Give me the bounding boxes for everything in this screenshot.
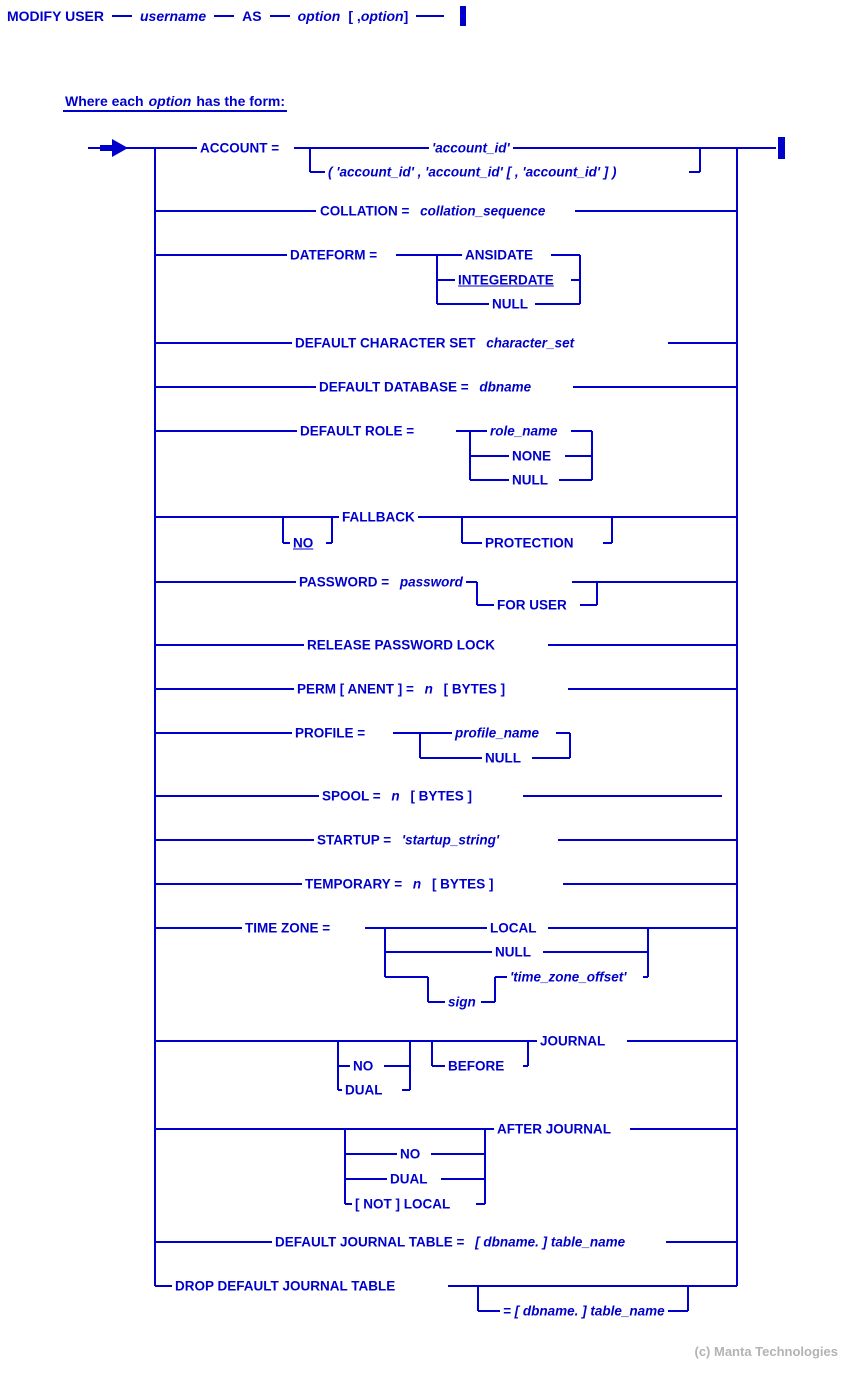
dbname-variable: dbname [479, 379, 532, 395]
password-keyword: PASSWORD = [299, 574, 390, 590]
connector-line [416, 15, 445, 17]
subtitle-option-variable: option [148, 93, 192, 109]
startup-string-variable: 'startup_string' [401, 832, 500, 848]
connector-line [214, 15, 235, 17]
default-role-none: NONE [509, 447, 555, 465]
default-journal-table-variable: [ dbname. ] table_name [475, 1234, 626, 1250]
fallback-keyword: FALLBACK [339, 508, 418, 526]
option-variable: option [297, 8, 341, 24]
spool-keyword: SPOOL = [322, 788, 381, 804]
default-role-keyword: DEFAULT ROLE = [297, 422, 418, 440]
account-keyword: ACCOUNT = [197, 139, 283, 157]
role-name-variable: role_name [487, 422, 561, 440]
after-journal-no: NO [397, 1145, 424, 1163]
default-journal-table-row: DEFAULT JOURNAL TABLE = [ dbname. ] tabl… [272, 1233, 629, 1251]
subtitle-post: has the form: [196, 93, 286, 109]
dateform-keyword: DATEFORM = [287, 246, 381, 264]
temporary-bytes-keyword: [ BYTES ] [431, 876, 494, 892]
before-journal-dual: DUAL [342, 1081, 386, 1099]
after-journal-dual: DUAL [387, 1170, 431, 1188]
account-id-single: 'account_id' [429, 139, 513, 157]
startup-keyword: STARTUP = [317, 832, 392, 848]
before-journal-keyword: JOURNAL [537, 1032, 609, 1050]
password-row: PASSWORD = password [296, 573, 466, 591]
before-journal-before: BEFORE [445, 1057, 508, 1075]
keyword-modify-user: MODIFY USER [7, 8, 104, 24]
account-id-list: ( 'account_id' , 'account_id' [ , 'accou… [325, 163, 620, 181]
drop-default-journal-table-keyword: DROP DEFAULT JOURNAL TABLE [172, 1277, 399, 1295]
time-zone-offset-variable: 'time_zone_offset' [507, 968, 630, 986]
drop-default-journal-table-option: = [ dbname. ] table_name [500, 1302, 668, 1320]
password-for-user: FOR USER [494, 596, 570, 614]
keyword-as: AS [242, 8, 262, 24]
password-variable: password [399, 574, 463, 590]
option-variable-repeat: option [360, 8, 404, 24]
profile-null: NULL [482, 749, 524, 767]
collation-sequence-variable: collation_sequence [420, 203, 546, 219]
release-password-lock-keyword: RELEASE PASSWORD LOCK [304, 636, 499, 654]
spool-n-variable: n [391, 788, 400, 804]
time-zone-local: LOCAL [487, 919, 540, 937]
copyright-text: (c) Manta Technologies [694, 1344, 839, 1359]
before-journal-no: NO [350, 1057, 377, 1075]
collation-keyword: COLLATION = [320, 203, 410, 219]
perm-row: PERM [ ANENT ] = n [ BYTES ] [294, 680, 509, 698]
fallback-no-link[interactable]: NO [290, 534, 317, 552]
perm-keyword: PERM [ ANENT ] = [297, 681, 414, 697]
perm-n-variable: n [424, 681, 433, 697]
username-variable: username [139, 8, 207, 24]
temporary-keyword: TEMPORARY = [305, 876, 403, 892]
temporary-row: TEMPORARY = n [ BYTES ] [302, 875, 497, 893]
time-zone-null: NULL [492, 943, 534, 961]
perm-bytes-keyword: [ BYTES ] [443, 681, 506, 697]
time-zone-sign-variable: sign [445, 993, 479, 1011]
spool-bytes-keyword: [ BYTES ] [410, 788, 472, 804]
after-journal-not-local: [ NOT ] LOCAL [352, 1195, 454, 1213]
default-character-set-row: DEFAULT CHARACTER SET character_set [292, 334, 578, 352]
profile-name-variable: profile_name [452, 724, 543, 742]
subtitle-pre: Where each [65, 93, 144, 109]
default-role-null: NULL [509, 471, 551, 489]
after-journal-keyword: AFTER JOURNAL [494, 1120, 614, 1138]
fallback-protection: PROTECTION [482, 534, 577, 552]
character-set-variable: character_set [486, 335, 575, 351]
dateform-ansidate: ANSIDATE [462, 246, 537, 264]
default-database-keyword: DEFAULT DATABASE = [319, 379, 469, 395]
startup-row: STARTUP = 'startup_string' [314, 831, 503, 849]
statement-line: MODIFY USER username AS option [ , optio… [7, 5, 467, 27]
collation-row: COLLATION = collation_sequence [317, 202, 549, 220]
optional-close-bracket: ] [403, 8, 409, 24]
profile-keyword: PROFILE = [292, 724, 369, 742]
dateform-integerdate-link[interactable]: INTEGERDATE [455, 271, 557, 289]
spool-row: SPOOL = n [ BYTES ] [319, 787, 475, 805]
default-journal-table-keyword: DEFAULT JOURNAL TABLE = [275, 1234, 465, 1250]
optional-open-bracket: [ , [348, 8, 361, 24]
dateform-null: NULL [489, 295, 531, 313]
time-zone-keyword: TIME ZONE = [242, 919, 334, 937]
temporary-n-variable: n [412, 876, 422, 892]
terminator-bar [460, 6, 467, 26]
default-database-row: DEFAULT DATABASE = dbname [316, 378, 535, 396]
default-character-set-keyword: DEFAULT CHARACTER SET [295, 335, 476, 351]
connector-line [269, 15, 290, 17]
connector-line [111, 15, 132, 17]
